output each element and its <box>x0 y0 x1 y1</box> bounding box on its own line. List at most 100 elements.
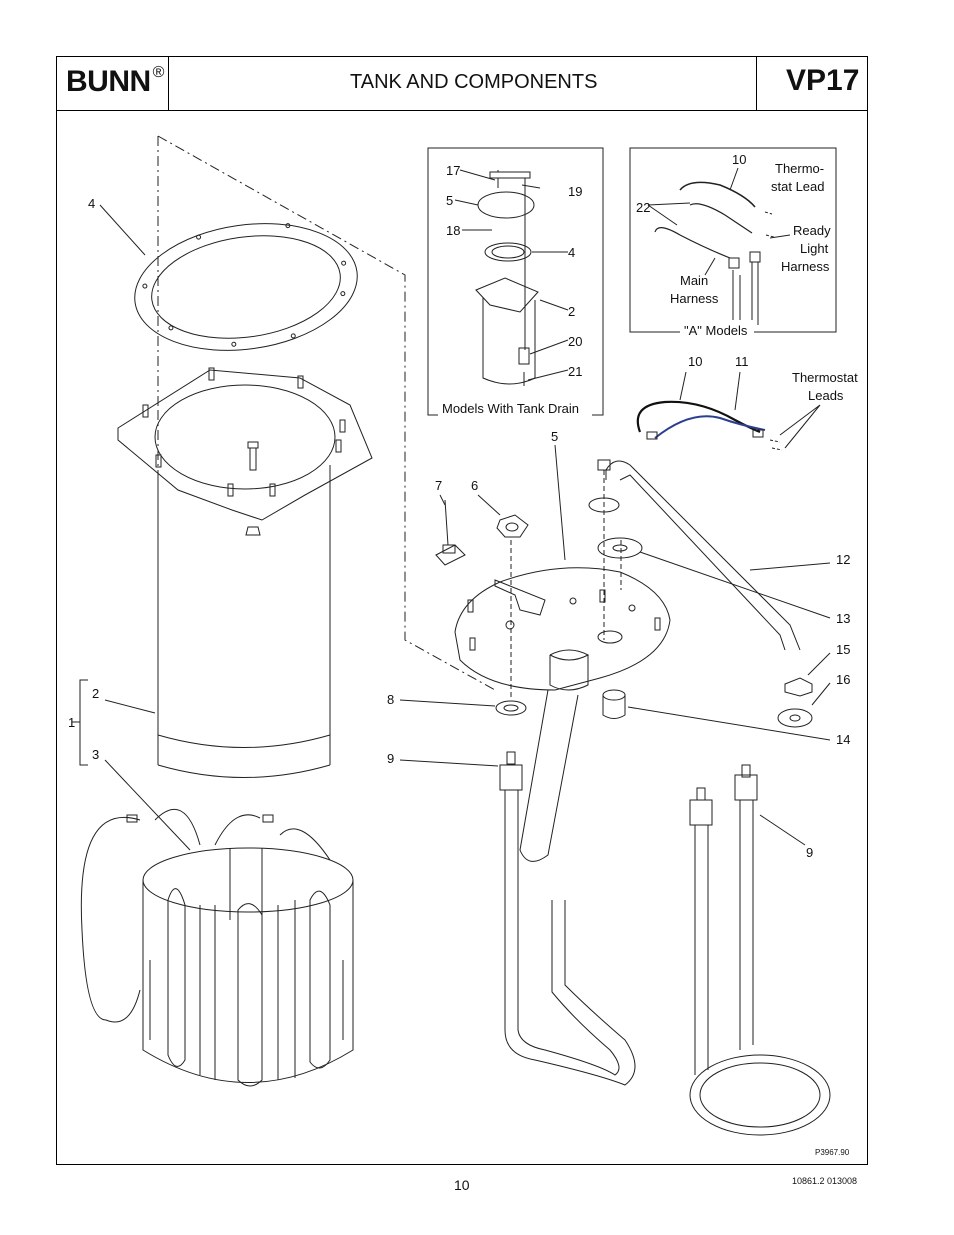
header-divider-left <box>168 56 169 111</box>
inset-drain-leaders <box>454 169 569 381</box>
leader-gasket <box>99 204 146 256</box>
callout-7: 7 <box>435 478 442 493</box>
tank-lid-plate <box>117 369 373 521</box>
thermostat-lead-blue <box>654 415 766 439</box>
main-harness-label-1: Main <box>680 273 708 288</box>
inset-callout-17: 17 <box>446 163 460 178</box>
callout-9-left: 9 <box>387 751 394 766</box>
inset-a-caption: "A" Models <box>684 323 748 338</box>
thermostat-leads-label-1: Thermostat <box>792 370 858 385</box>
page-title: TANK AND COMPONENTS <box>350 71 598 93</box>
leader-washer-16 <box>811 682 831 706</box>
callout-12: 12 <box>836 552 850 567</box>
main-harness-label-2: Harness <box>670 291 719 306</box>
callout-13: 13 <box>836 611 850 626</box>
leader-nut-15 <box>807 652 831 676</box>
inset-callout-19: 19 <box>568 184 582 199</box>
brand-logo: BUNN® <box>66 64 164 99</box>
fitting-nut <box>496 514 529 538</box>
fitting-nut-15 <box>784 677 813 697</box>
heating-element-left <box>499 751 636 1086</box>
tank-gasket <box>134 223 358 351</box>
leader-washer <box>399 699 496 707</box>
tank-lid-assembly <box>454 567 671 691</box>
inset-drain-caption: Models With Tank Drain <box>442 401 579 416</box>
leader-lid <box>554 444 566 561</box>
lid-studs <box>142 367 346 497</box>
inset-callout-2: 2 <box>568 304 575 319</box>
thermostat <box>435 499 466 566</box>
page-number: 10 <box>454 1177 470 1193</box>
inset-callout-18: 18 <box>446 223 460 238</box>
leader-lead-10 <box>679 371 687 401</box>
callout-4: 4 <box>88 196 95 211</box>
inset-a-leaders <box>647 167 791 276</box>
washer <box>495 700 527 716</box>
inset-a-callout-10: 10 <box>732 152 746 167</box>
leader-sleeve <box>627 706 831 741</box>
leader-grommet <box>639 551 831 619</box>
lead-callout-10: 10 <box>688 354 702 369</box>
tank-bracket <box>72 679 88 766</box>
thermostat-lead-label-2: stat Lead <box>771 179 825 194</box>
model-number: VP17 <box>786 64 860 97</box>
registered-mark: ® <box>152 64 165 81</box>
drawing-number: P3967.90 <box>815 1148 850 1157</box>
tank-body <box>157 465 331 765</box>
inset-callout-5: 5 <box>446 193 453 208</box>
lid-fill-fitting <box>549 649 590 691</box>
leader-thermostat <box>439 494 446 506</box>
lid-bracket <box>494 579 546 616</box>
heating-element-right <box>689 764 831 1136</box>
leader-element-right <box>759 814 806 846</box>
fitting-nut-hole <box>505 522 519 532</box>
callout-1: 1 <box>68 715 75 730</box>
lid-hole-d <box>597 630 623 644</box>
leader-tank <box>104 699 156 714</box>
lid-hole-c <box>628 604 636 612</box>
leader-fitting <box>477 494 501 516</box>
callout-14: 14 <box>836 732 850 747</box>
assembly-dashes <box>510 470 622 700</box>
leader-element-left <box>399 759 499 767</box>
leader-heater-blanket <box>104 759 191 851</box>
inset-callout-20: 20 <box>568 334 582 349</box>
callout-6: 6 <box>471 478 478 493</box>
inset-drain-drawing <box>475 170 539 386</box>
leader-fill-tube <box>749 562 831 571</box>
tube-cap <box>597 459 611 471</box>
lid-bolt <box>247 441 259 471</box>
ready-light-label-1: Ready <box>793 223 831 238</box>
thermostat-leads-label-2: Leads <box>808 388 844 403</box>
lid-hole-b <box>569 597 577 605</box>
leader-lead-11 <box>734 371 741 411</box>
lid-studs-main <box>467 589 661 651</box>
tube-nut <box>588 497 620 513</box>
lid-hole-a <box>505 620 515 630</box>
callout-2: 2 <box>92 686 99 701</box>
callout-labels: 4 2 1 3 5 7 6 8 9 9 12 13 15 16 14 10 11… <box>68 152 858 1157</box>
brand-name: BUNN <box>66 65 151 98</box>
header-divider <box>56 110 868 111</box>
ready-light-label-2: Light <box>800 241 829 256</box>
inset-a-drawing <box>654 181 775 325</box>
thermostat-lead-label-1: Thermo- <box>775 161 824 176</box>
ready-light-label-3: Harness <box>781 259 830 274</box>
thermostat-lead-connectors <box>769 439 783 451</box>
callout-16: 16 <box>836 672 850 687</box>
grommet <box>597 537 643 559</box>
lead-callout-11: 11 <box>735 354 749 369</box>
lid-nut <box>245 526 261 536</box>
heater-blanket <box>80 809 354 1087</box>
document-number: 10861.2 013008 <box>792 1176 858 1186</box>
drain-tube <box>519 689 579 862</box>
callout-9-right: 9 <box>806 845 813 860</box>
header-divider-right <box>756 56 757 111</box>
sleeve <box>602 695 626 719</box>
fill-tube <box>605 460 801 651</box>
inset-callout-21: 21 <box>568 364 582 379</box>
callout-3: 3 <box>92 747 99 762</box>
tank-lid-opening <box>154 384 336 490</box>
tank-bottom <box>157 764 331 778</box>
